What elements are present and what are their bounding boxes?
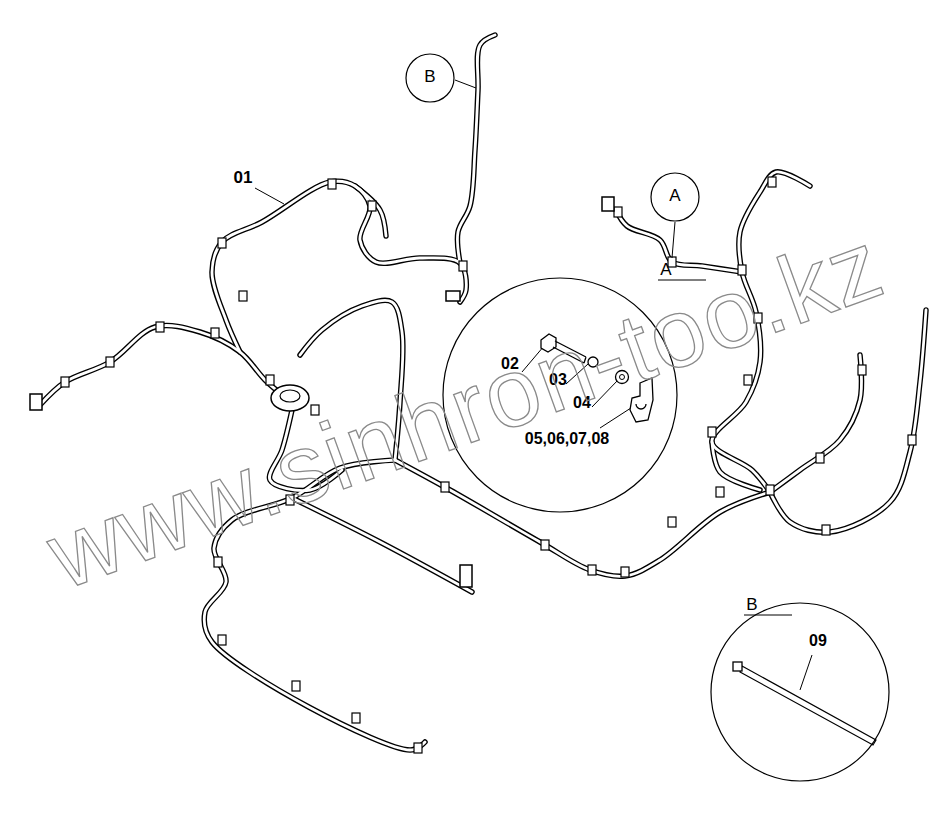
harness-clip bbox=[614, 207, 622, 217]
circle-outline bbox=[406, 54, 454, 102]
harness-wire-outline bbox=[770, 355, 861, 492]
detail-circle: B 09 bbox=[705, 595, 895, 785]
harness-wire-outline bbox=[355, 186, 386, 236]
leader-line bbox=[800, 655, 812, 690]
harness-clip bbox=[541, 540, 549, 550]
circle-outline bbox=[651, 173, 699, 221]
harness-clip bbox=[214, 557, 222, 567]
harness-clip bbox=[218, 635, 226, 645]
harness-clip bbox=[352, 713, 360, 723]
wire-connector bbox=[602, 197, 614, 211]
harness-clip bbox=[816, 453, 824, 463]
callout-number: 01 bbox=[234, 169, 253, 188]
harness-wire-outline bbox=[395, 460, 770, 576]
harness-wire-fill bbox=[40, 325, 285, 405]
harness-clip bbox=[328, 179, 336, 189]
harness-wire-outline bbox=[458, 35, 495, 263]
harness-wire-fill bbox=[770, 355, 861, 492]
harness-clip bbox=[668, 517, 676, 527]
harness-clip bbox=[621, 567, 629, 577]
wire-connector bbox=[446, 291, 460, 301]
callout-circle: A bbox=[650, 172, 700, 222]
leader-line bbox=[455, 80, 476, 88]
callout-letter: A bbox=[660, 261, 671, 280]
harness-wire-outline bbox=[212, 181, 466, 352]
outline-svg bbox=[705, 595, 895, 785]
harness-clip bbox=[716, 487, 724, 497]
harness-clip bbox=[368, 201, 376, 211]
leader-line bbox=[255, 188, 284, 204]
harness-wire-fill bbox=[355, 186, 386, 236]
harness-clip bbox=[292, 681, 300, 691]
harness-wire-outline bbox=[40, 325, 285, 405]
harness-clip bbox=[908, 435, 916, 445]
harness-clip bbox=[211, 328, 219, 338]
harness-clip bbox=[106, 357, 114, 367]
harness-clip bbox=[156, 322, 164, 332]
callout-number: 09 bbox=[809, 632, 827, 650]
grommet-inner bbox=[280, 390, 300, 402]
harness-clip bbox=[61, 377, 69, 387]
harness-wire-fill bbox=[458, 35, 495, 263]
harness-clip bbox=[708, 427, 716, 437]
callout-circle: B bbox=[405, 53, 455, 103]
callout-letter: B bbox=[746, 596, 757, 615]
harness-wire-fill bbox=[395, 460, 770, 576]
callout-letter: B bbox=[424, 68, 435, 87]
harness-clip bbox=[858, 365, 866, 375]
harness-clip bbox=[239, 291, 247, 301]
harness-clip bbox=[822, 525, 830, 535]
harness-clip bbox=[768, 177, 776, 187]
heading-rule bbox=[744, 615, 792, 616]
harness-wire-fill bbox=[212, 181, 466, 352]
harness-wire-fill bbox=[712, 442, 760, 490]
harness-wire-outline bbox=[712, 442, 760, 490]
wire-connector bbox=[460, 565, 472, 587]
cable-tie bbox=[740, 666, 876, 745]
harness-clip bbox=[588, 565, 596, 575]
callout-letter: A bbox=[669, 187, 680, 206]
leader-line bbox=[672, 222, 675, 258]
harness-clip bbox=[744, 375, 752, 385]
circle-outline bbox=[711, 603, 889, 781]
cable-tie-head bbox=[733, 662, 742, 671]
harness-clip bbox=[441, 482, 449, 492]
harness-clip bbox=[459, 261, 467, 271]
harness-clip bbox=[414, 743, 422, 753]
grommet bbox=[271, 385, 309, 411]
watermark: www.sinhron-too.kz bbox=[35, 210, 897, 609]
harness-clip bbox=[266, 375, 274, 385]
wire-connector bbox=[30, 394, 42, 410]
harness-clip bbox=[218, 238, 226, 248]
harness-clip bbox=[766, 485, 774, 495]
